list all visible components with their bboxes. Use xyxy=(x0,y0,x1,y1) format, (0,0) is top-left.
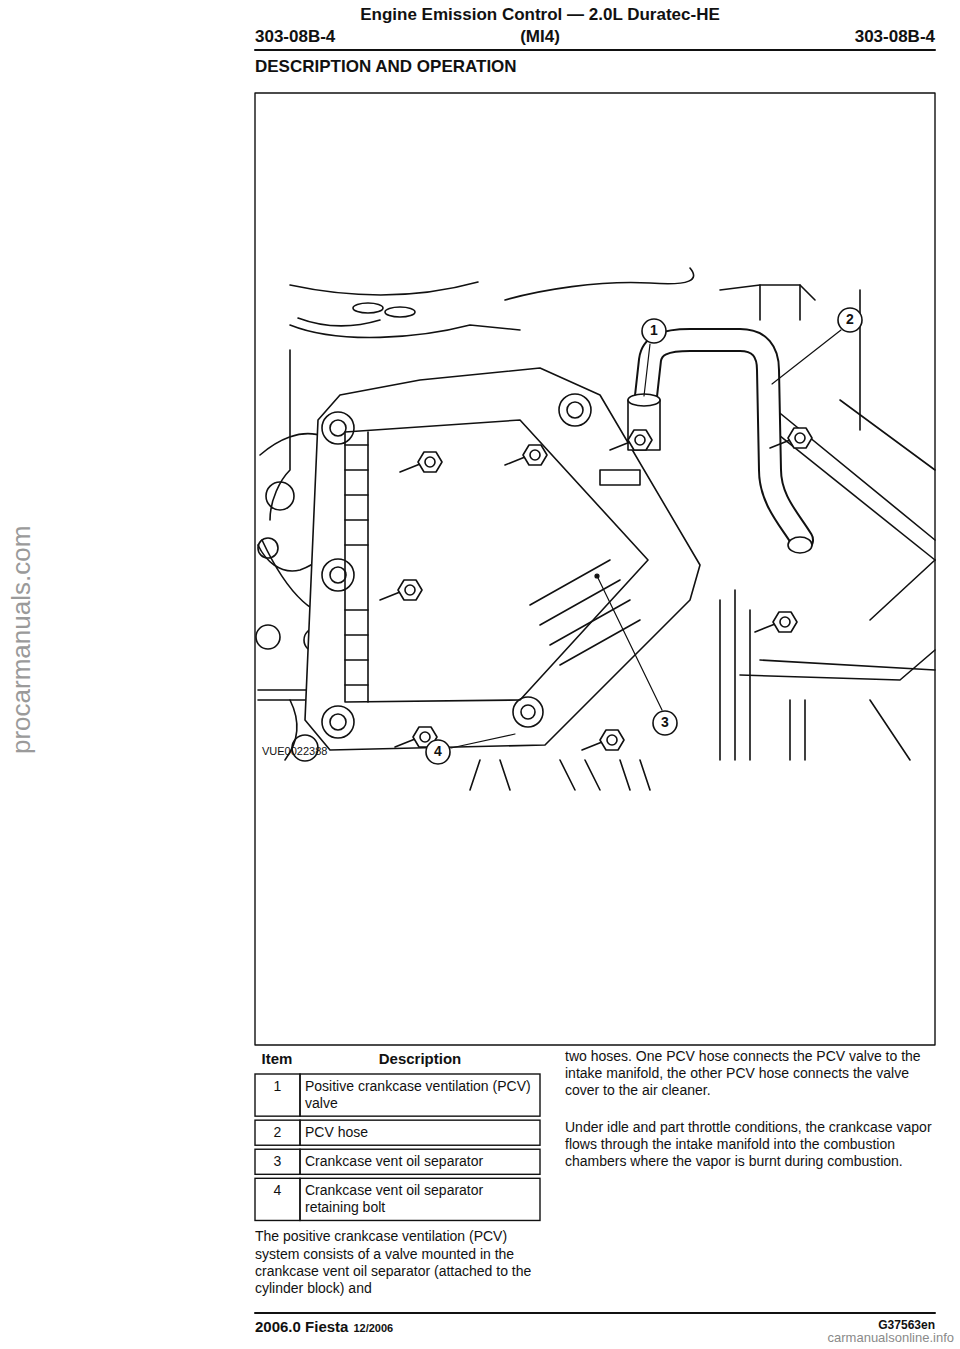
header-rule xyxy=(255,49,935,51)
model-code: (MI4) xyxy=(520,27,560,48)
section-number: 303-08B-4 xyxy=(255,27,335,48)
leader-lines xyxy=(451,330,841,748)
footer-rule xyxy=(255,1312,935,1314)
table-cell: 3 xyxy=(260,1153,295,1170)
body-text: The positive crankcase ventilation (PCV)… xyxy=(255,1228,545,1296)
oil-separator xyxy=(305,368,700,750)
table-cell: PCV hose xyxy=(305,1124,535,1141)
callout-circles xyxy=(426,308,862,764)
table-cell: Crankcase vent oil separator xyxy=(305,1153,535,1170)
callout-number: 4 xyxy=(434,743,442,760)
callout-number: 3 xyxy=(661,714,669,731)
table-cell: 1 xyxy=(260,1078,295,1095)
table-cell: 4 xyxy=(260,1182,295,1199)
callout-number: 1 xyxy=(650,322,658,339)
callout-number: 2 xyxy=(846,311,854,328)
table-cell: Positive crankcase ventilation (PCV) val… xyxy=(305,1078,535,1112)
table-cell-border xyxy=(255,1074,300,1116)
page-title: Engine Emission Control — 2.0L Duratec-H… xyxy=(360,5,720,26)
engine-block xyxy=(256,268,935,790)
table-cell-border xyxy=(255,1178,300,1220)
table-cell: Crankcase vent oil separator retaining b… xyxy=(305,1182,535,1216)
table-cell-border xyxy=(255,1149,300,1174)
body-text: two hoses. One PCV hose connects the PCV… xyxy=(565,1048,935,1099)
figure-frame xyxy=(255,93,935,1045)
table-cell-border xyxy=(300,1149,540,1174)
table-cell-border xyxy=(300,1178,540,1220)
table-header: Item xyxy=(262,1050,293,1068)
section-number: 303-08B-4 xyxy=(855,27,935,48)
retaining-bolts xyxy=(380,428,812,750)
table-cell-border xyxy=(255,1120,300,1145)
section-heading: DESCRIPTION AND OPERATION xyxy=(255,57,517,78)
footer-text: 2006.0 Fiesta xyxy=(255,1318,348,1336)
pcv-hose xyxy=(628,340,812,553)
watermark: carmanualsonline.info xyxy=(828,1330,954,1346)
figure-id: VUE0022388 xyxy=(262,745,327,758)
table-cell: 2 xyxy=(260,1124,295,1141)
table-cell-border xyxy=(300,1120,540,1145)
body-text: Under idle and part throttle conditions,… xyxy=(565,1119,935,1170)
table-header: Description xyxy=(379,1050,462,1068)
table-cell-border xyxy=(300,1074,540,1116)
footer-date: 12/2006 xyxy=(353,1322,393,1335)
watermark: procarmanuals.com xyxy=(6,526,38,754)
